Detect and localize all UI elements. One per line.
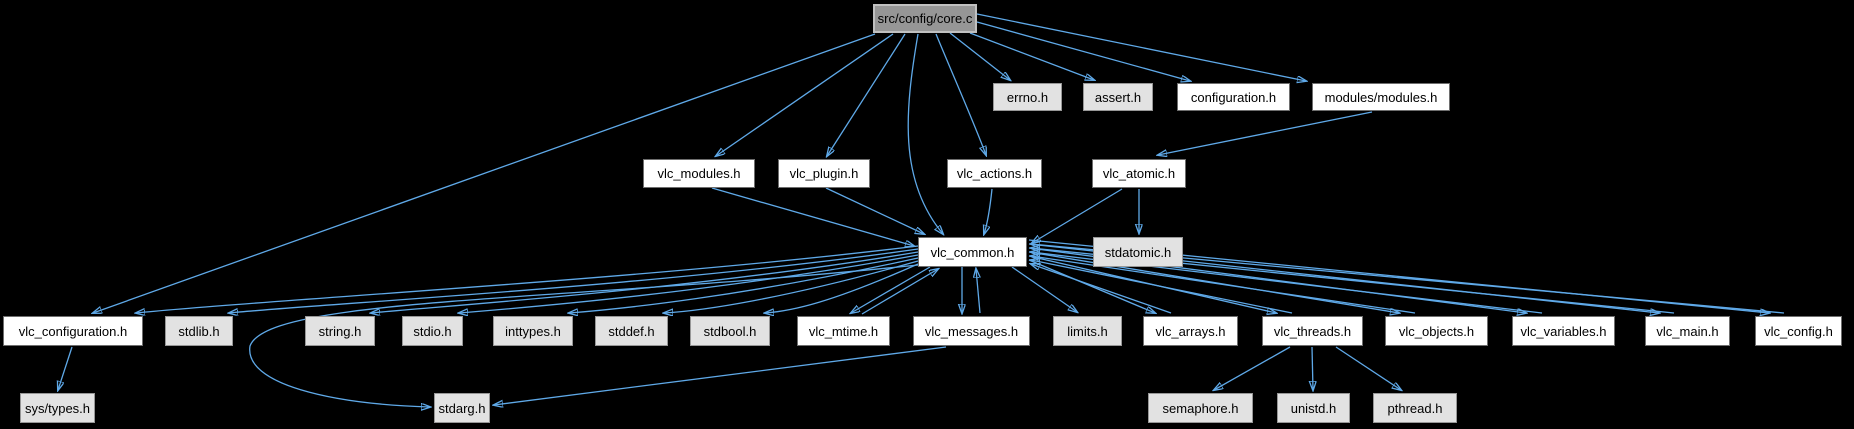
- node-inttypes-h: inttypes.h: [493, 316, 573, 346]
- node-vlc-config-h[interactable]: vlc_config.h: [1755, 316, 1842, 346]
- edge-core-c--vlc-actions-h: [935, 33, 986, 155]
- node-stdio-h: stdio.h: [402, 316, 463, 346]
- node-vlc-threads-h[interactable]: vlc_threads.h: [1262, 316, 1363, 346]
- edge-vlc-modules-h--vlc-common-h: [711, 187, 914, 246]
- node-vlc-variables-h[interactable]: vlc_variables.h: [1512, 316, 1615, 346]
- edge-vlc-atomic-h--vlc-common-h: [1032, 188, 1123, 243]
- edge-vlc-common-h--string-h: [371, 251, 919, 313]
- node-stdatomic-h: stdatomic.h: [1093, 237, 1183, 267]
- node-stdarg-h: stdarg.h: [434, 393, 490, 423]
- edge-vlc-arrays-h--vlc-common-h: [1031, 264, 1172, 314]
- node-sys-types-h: sys/types.h: [20, 393, 95, 423]
- edge-vlc-threads-h--semaphore-h: [1214, 346, 1291, 390]
- edge-vlc-common-h--stdlib-h: [229, 248, 919, 313]
- edge-group: [58, 13, 1785, 407]
- node-stdbool-h: stdbool.h: [690, 316, 770, 346]
- node-modules-modules-h[interactable]: modules/modules.h: [1312, 83, 1450, 111]
- node-vlc-messages-h[interactable]: vlc_messages.h: [913, 316, 1030, 346]
- edge-vlc-threads-h--unistd-h: [1312, 346, 1313, 390]
- node-vlc-modules-h[interactable]: vlc_modules.h: [643, 159, 755, 188]
- node-pthread-h: pthread.h: [1373, 393, 1457, 423]
- edge-vlc-common-h--stdio-h: [459, 254, 919, 313]
- node-vlc-common-h[interactable]: vlc_common.h: [918, 237, 1027, 267]
- node-configuration-h[interactable]: configuration.h: [1177, 83, 1290, 111]
- node-vlc-mtime-h[interactable]: vlc_mtime.h: [797, 316, 890, 346]
- edge-core-c--vlc-modules-h: [716, 33, 894, 156]
- edge-vlc-messages-h--stdarg-h: [494, 346, 947, 405]
- node-errno-h: errno.h: [993, 83, 1062, 111]
- edge-core-c--vlc-common-h: [907, 33, 943, 234]
- edge-core-c--assert-h: [969, 32, 1094, 80]
- node-assert-h: assert.h: [1083, 83, 1153, 111]
- edge-core-c--configuration-h: [976, 21, 1190, 81]
- edge-vlc-actions-h--vlc-common-h: [984, 188, 993, 234]
- node-vlc-atomic-h[interactable]: vlc_atomic.h: [1092, 159, 1186, 188]
- edge-vlc-messages-h--vlc-common-h: [976, 269, 980, 314]
- node-semaphore-h: semaphore.h: [1148, 393, 1253, 423]
- edge-vlc-common-h--stdarg-h: [249, 264, 919, 407]
- edge-vlc-common-h--vlc-objects-h: [1028, 251, 1399, 313]
- edge-modules-modules-h--vlc-atomic-h: [1158, 111, 1373, 155]
- edge-vlc-common-h--vlc-configuration-h: [136, 245, 919, 313]
- edge-vlc-threads-h--pthread-h: [1335, 346, 1401, 390]
- edge-vlc-mtime-h--vlc-common-h: [861, 269, 938, 315]
- edge-vlc-common-h--stdbool-h: [765, 263, 919, 313]
- edge-core-c--errno-h: [949, 32, 1010, 80]
- node-limits-h: limits.h: [1053, 316, 1122, 346]
- edge-vlc-plugin-h--vlc-common-h: [825, 187, 924, 234]
- node-unistd-h: unistd.h: [1277, 393, 1350, 423]
- edge-vlc-common-h--limits-h: [1011, 266, 1077, 312]
- node-vlc-plugin-h[interactable]: vlc_plugin.h: [778, 159, 870, 188]
- edge-vlc-configuration-h--sys-types-h: [58, 346, 73, 390]
- edge-core-c--modules-modules-h: [976, 13, 1306, 81]
- node-vlc-arrays-h[interactable]: vlc_arrays.h: [1143, 316, 1238, 346]
- edge-vlc-common-h--stddef-h: [664, 260, 919, 313]
- node-vlc-configuration-h[interactable]: vlc_configuration.h: [3, 316, 143, 346]
- node-core-c: src/config/core.c: [873, 4, 977, 33]
- edge-vlc-threads-h--vlc-common-h: [1031, 260, 1293, 314]
- edge-vlc-common-h--vlc-mtime-h: [851, 266, 931, 313]
- edge-core-c--vlc-plugin-h: [827, 33, 906, 156]
- node-stdlib-h: stdlib.h: [165, 316, 233, 346]
- node-vlc-actions-h[interactable]: vlc_actions.h: [947, 159, 1042, 188]
- node-stddef-h: stddef.h: [595, 316, 668, 346]
- node-vlc-main-h[interactable]: vlc_main.h: [1645, 316, 1730, 346]
- node-vlc-objects-h[interactable]: vlc_objects.h: [1385, 316, 1488, 346]
- edge-vlc-common-h--vlc-arrays-h: [1028, 259, 1155, 313]
- node-string-h: string.h: [305, 316, 375, 346]
- edge-core-c--vlc-configuration-h: [93, 33, 876, 313]
